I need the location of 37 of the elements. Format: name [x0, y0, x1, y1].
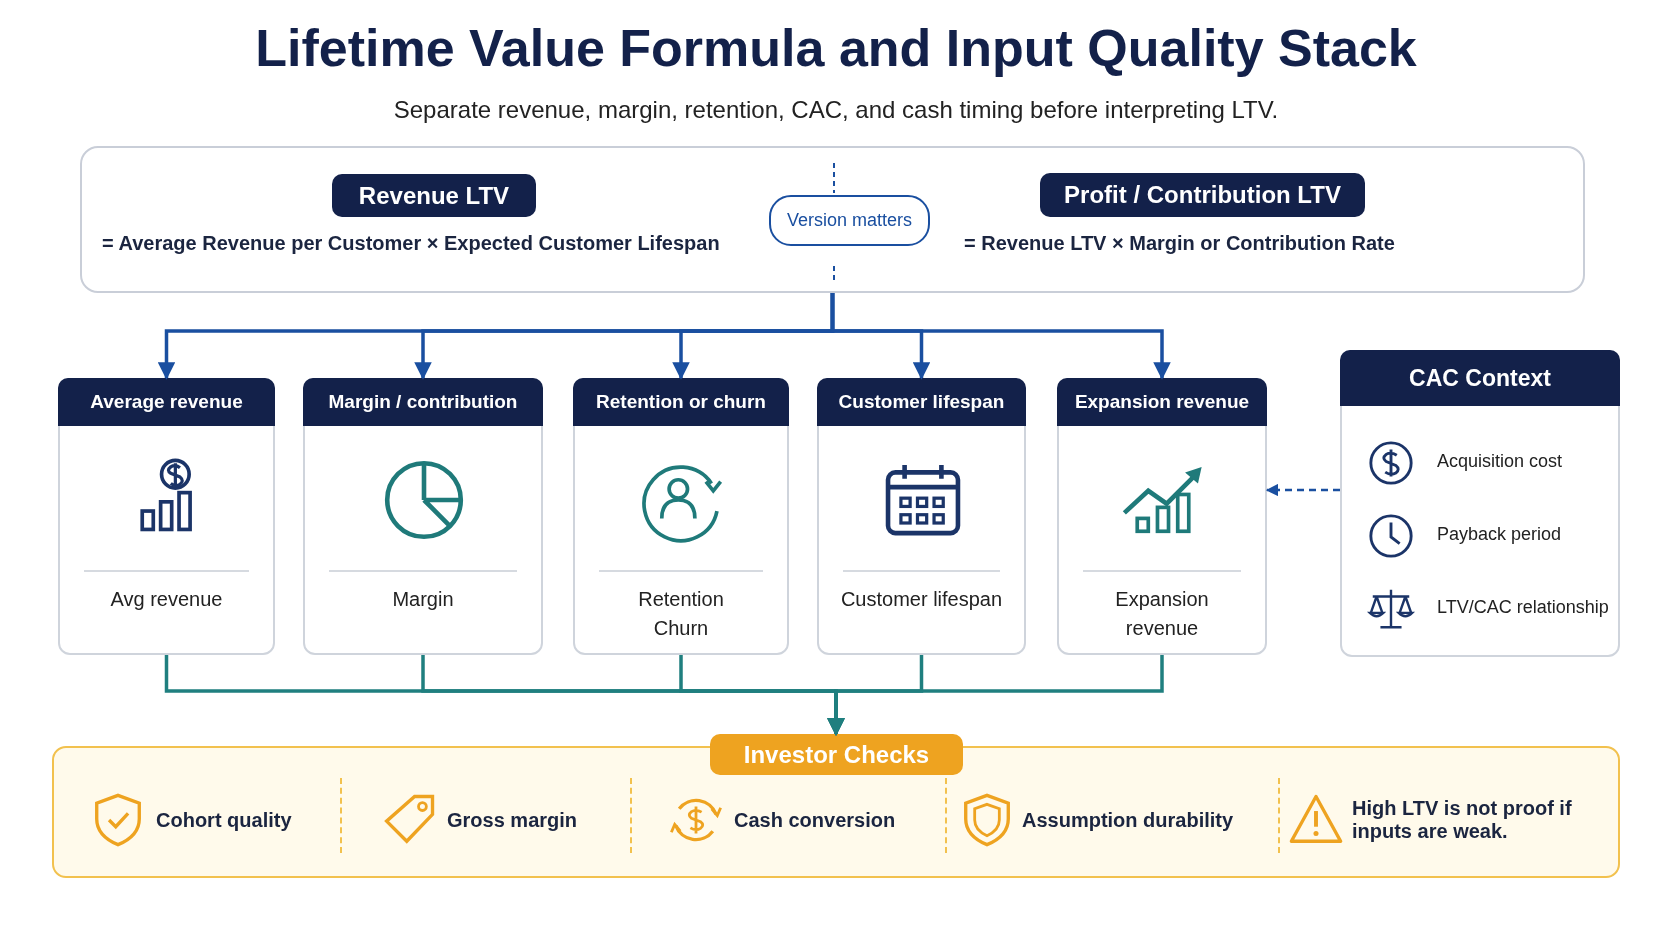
diagram-title: Lifetime Value Formula and Input Quality Stack — [254, 18, 1418, 78]
context-item: Payback period — [1437, 524, 1562, 545]
card-header: Customer lifespan — [817, 378, 1026, 426]
input-card — [573, 378, 789, 655]
card-header: Expansion revenue — [1057, 378, 1267, 426]
section-badge: Investor Checks — [710, 734, 963, 775]
formula-badge: Revenue LTV — [332, 174, 536, 217]
formula-text: = Average Revenue per Customer × Expected Customer Lifespan — [102, 232, 720, 255]
card-label: Margin — [391, 587, 455, 612]
context-item: Acquisition cost — [1437, 451, 1563, 472]
formula-badge: Profit / Contribution LTV — [1040, 173, 1365, 217]
formula-text: = Revenue LTV × Margin or Contribution Rate — [964, 232, 1395, 255]
input-card — [1057, 378, 1267, 655]
context-item: LTV/CAC relationship — [1437, 597, 1609, 618]
check-item: Gross margin — [447, 808, 579, 832]
arrow — [827, 655, 1164, 736]
note-badge: Version matters — [769, 195, 930, 246]
check-item: Cohort quality — [156, 808, 293, 832]
formula-panel — [80, 146, 1585, 293]
input-card — [817, 378, 1026, 655]
card-label: Customer lifespan — [839, 587, 1004, 612]
context-panel — [1340, 350, 1620, 657]
input-card — [303, 378, 543, 655]
card-label: Avg revenue — [109, 587, 224, 612]
card-label: Retention Churn — [637, 587, 725, 641]
panel-header: CAC Context — [1340, 350, 1620, 406]
card-header: Retention or churn — [573, 378, 789, 426]
subtitle: Separate revenue, margin, retention, CAC, and cash timing before interpreting LTV. — [392, 96, 1280, 124]
arrow — [830, 293, 1171, 380]
card-label: Expansion revenue — [1114, 587, 1210, 641]
check-item: Cash conversion — [734, 808, 897, 832]
arrow — [1265, 483, 1340, 497]
card-header: Margin / contribution — [303, 378, 543, 426]
input-card — [58, 378, 275, 655]
check-item: High LTV is not proof if inputs are weak. — [1352, 797, 1573, 843]
card-header: Average revenue — [58, 378, 275, 426]
check-item: Assumption durability — [1022, 808, 1235, 832]
